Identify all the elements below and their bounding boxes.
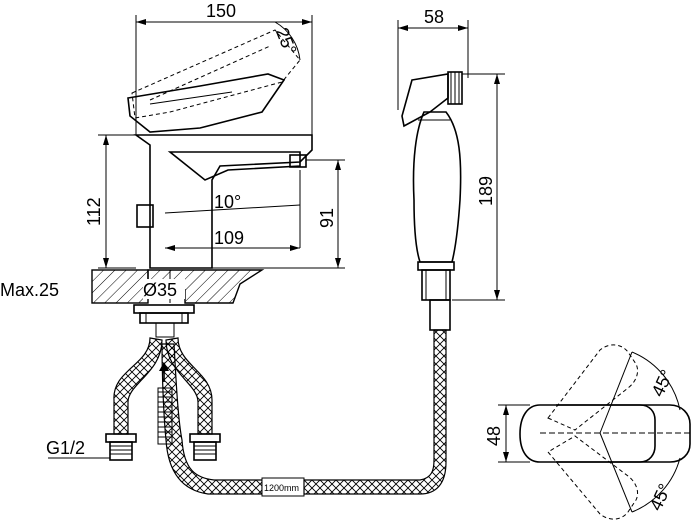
reach-label: 109 (214, 228, 244, 248)
reach-dimension: 109 (165, 228, 300, 251)
aerator (289, 154, 307, 168)
top-view: 48 45° 45° (484, 344, 691, 520)
lever-raised (131, 29, 301, 119)
top-body (519, 404, 691, 463)
spout-height-label: 91 (317, 208, 337, 228)
body-detail (136, 204, 154, 228)
inlet-hose-left (105, 337, 163, 461)
spout-height-dimension: 91 (212, 159, 345, 269)
lever-angle-label: 25° (272, 25, 301, 58)
hose-length-label: 1200mm (264, 483, 299, 493)
lower-angle-label: 45° (645, 481, 675, 514)
hole-diameter: Ø35 (143, 279, 185, 300)
shower-width-dimension: 58 (397, 7, 469, 110)
shower-length-label: 189 (476, 176, 496, 206)
faucet-body (133, 134, 313, 269)
top-width-label: 48 (484, 426, 504, 446)
faucet-side-view: 150 25° 112 (0, 1, 451, 497)
height-label: 112 (84, 197, 104, 226)
top-width-dimension: 48 (484, 404, 530, 463)
thread-dimension: G1/2 (46, 438, 110, 459)
width-dimension: 150 (135, 1, 313, 135)
shower-width-label: 58 (424, 7, 444, 27)
mounting-nut (133, 304, 195, 338)
height-dimension: 112 (84, 134, 136, 269)
lever (127, 73, 286, 133)
width-label: 150 (206, 1, 236, 21)
spout (167, 151, 301, 181)
thread-label: G1/2 (46, 438, 85, 458)
lever-angle-dimension: 25° (272, 21, 301, 61)
max-deck-label: Max.25 (0, 280, 59, 300)
hand-shower: 58 189 (397, 7, 505, 301)
spout-angle-label: 10° (214, 192, 241, 212)
spout-angle-dimension: 10° (164, 170, 301, 248)
shower-handle (412, 111, 462, 263)
shower-hose: 1200mm (161, 299, 451, 497)
upper-angle-label: 45° (647, 367, 677, 400)
shower-length-dimension: 189 (452, 73, 505, 301)
shower-head (401, 73, 449, 128)
hole-diameter-label: Ø35 (143, 280, 177, 300)
